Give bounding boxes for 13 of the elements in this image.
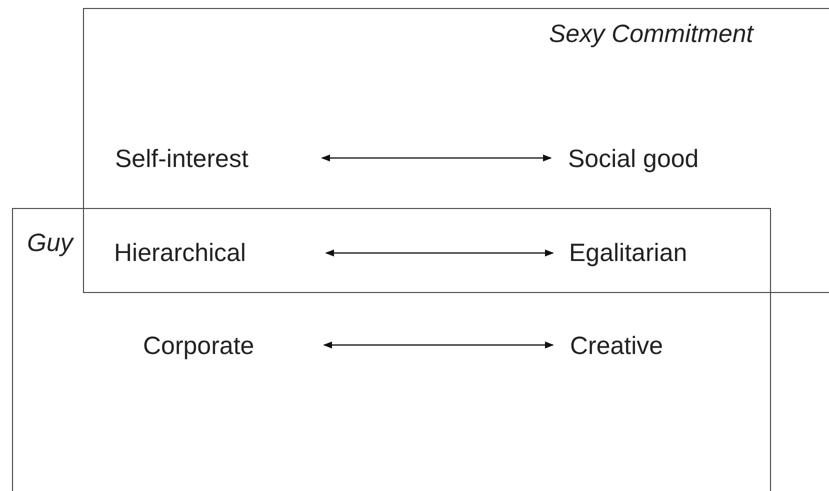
box-heading: Sexy Commitment [549,19,754,49]
pole-label: Creative [570,331,664,361]
frame-box [12,208,771,491]
double-arrow [323,341,554,349]
double-arrow [321,154,552,162]
box-heading: Guy [27,228,73,258]
frame-box [83,8,829,293]
double-arrow [325,249,554,257]
pole-label: Hierarchical [114,238,246,268]
pole-label: Self-interest [115,144,248,174]
pole-label: Social good [568,144,699,174]
pole-label: Corporate [143,331,254,361]
pole-label: Egalitarian [569,238,688,268]
